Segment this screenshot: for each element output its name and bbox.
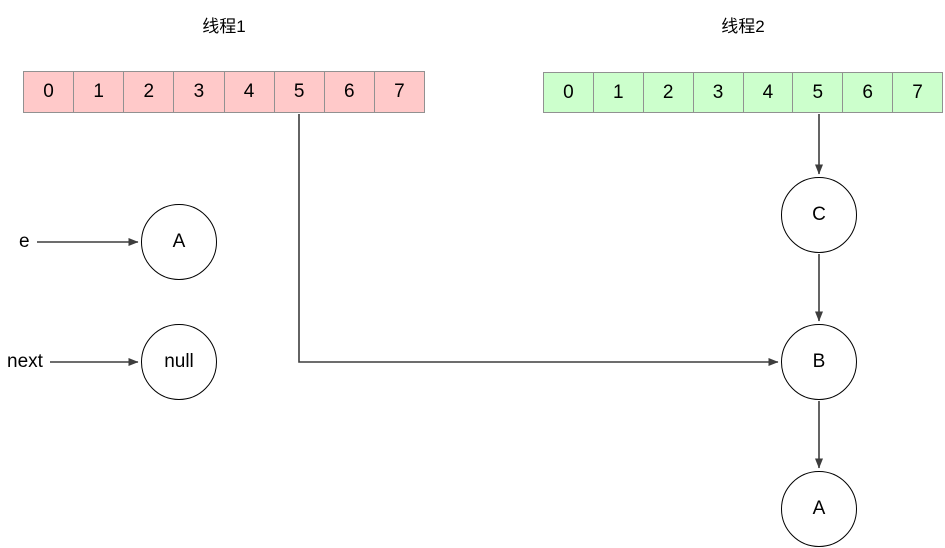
thread1-bucket-4: 4: [225, 72, 275, 112]
thread2-bucket-7: 7: [912, 81, 923, 103]
pointer-label-next: next: [7, 351, 43, 372]
thread1-title: 线程1: [202, 17, 246, 36]
thread2-bucket-4: 4: [744, 73, 794, 112]
pointer-label-e: e: [19, 231, 30, 252]
node-b-thread2: B: [781, 324, 857, 400]
thread2-bucket-5: 5: [793, 73, 844, 112]
thread2-title: 线程2: [721, 17, 765, 36]
thread1-bucket-2: 2: [124, 72, 175, 112]
thread2-bucket-6: 6: [843, 73, 894, 112]
node-a-thread1: A: [141, 204, 217, 280]
thread1-bucket-0: 0: [24, 72, 75, 112]
thread2-bucket-1: 1: [594, 73, 644, 112]
thread2-bucket-0: 0: [544, 73, 594, 112]
node-a-thread2: A: [781, 471, 857, 547]
thread1-bucket-3: 3: [174, 72, 225, 112]
thread2-bucket-array: 0 1 2 3 4 5 6 7: [543, 72, 943, 113]
thread1-bucket-7: 7: [394, 81, 405, 102]
thread2-bucket-2: 2: [644, 73, 694, 112]
thread1-bucket-6: 6: [325, 72, 375, 112]
thread1-bucket-1: 1: [74, 72, 125, 112]
thread1-bucket-array: 0 1 2 3 4 5 6 7: [23, 71, 425, 113]
node-c-thread2: C: [781, 177, 857, 253]
thread1-bucket-5: 5: [275, 72, 325, 112]
node-null-thread1: null: [141, 324, 217, 400]
edge-thread1-bucket5-to-b: [298, 114, 779, 366]
thread2-bucket-3: 3: [694, 73, 744, 112]
